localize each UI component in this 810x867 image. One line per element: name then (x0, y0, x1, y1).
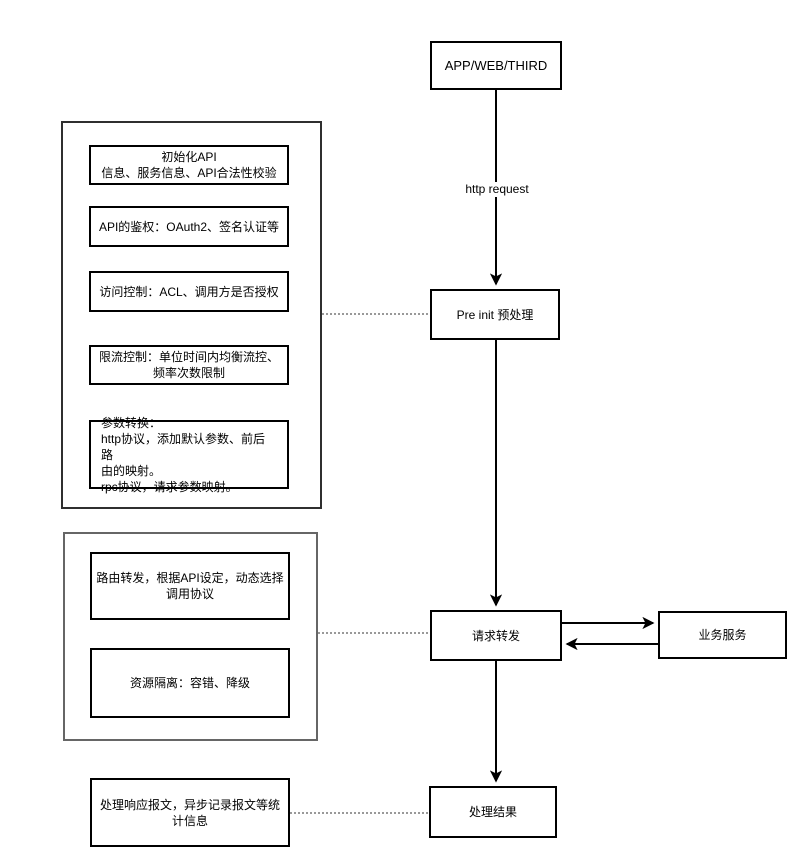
detail-box-rate-limit-text: 限流控制：单位时间内均衡流控、 频率次数限制 (98, 350, 279, 380)
node-request-forward-label: 请求转发 (471, 628, 520, 643)
detail-box-access-control-text: 访问控制：ACL、调用方是否授权 (99, 284, 279, 299)
node-app-web-third-label: APP/WEB/THIRD (444, 57, 548, 73)
detail-box-access-control: 访问控制：ACL、调用方是否授权 (89, 271, 289, 312)
node-request-forward: 请求转发 (430, 610, 562, 661)
detail-box-routing: 路由转发，根据API设定，动态选择 调用协议 (90, 552, 290, 620)
node-pre-init-label: Pre init 预处理 (456, 307, 534, 322)
detail-box-auth: API的鉴权：OAuth2、签名认证等 (89, 206, 289, 247)
detail-box-param-transform-text: 参数转换： http协议，添加默认参数、前后路 由的映射。 rpc协议，请求参数… (101, 415, 266, 494)
detail-box-init-api-text: 初始化API 信息、服务信息、API合法性校验 (101, 150, 277, 180)
detail-box-rate-limit: 限流控制：单位时间内均衡流控、 频率次数限制 (89, 345, 289, 385)
detail-box-init-api: 初始化API 信息、服务信息、API合法性校验 (89, 145, 289, 185)
note-box-response-handling: 处理响应报文，异步记录报文等统 计信息 (90, 778, 290, 847)
detail-box-auth-text: API的鉴权：OAuth2、签名认证等 (98, 219, 280, 234)
detail-box-isolation-text: 资源隔离：容错、降级 (129, 676, 250, 690)
node-business-service-label: 业务服务 (698, 628, 747, 642)
detail-box-param-transform: 参数转换： http协议，添加默认参数、前后路 由的映射。 rpc协议，请求参数… (89, 416, 289, 494)
node-process-result-label: 处理结果 (468, 805, 517, 819)
note-box-response-handling-text: 处理响应报文，异步记录报文等统 计信息 (99, 797, 280, 828)
http-request-text: http request (465, 182, 529, 196)
detail-box-isolation: 资源隔离：容错、降级 (90, 648, 290, 718)
node-pre-init: Pre init 预处理 (430, 289, 560, 340)
node-app-web-third: APP/WEB/THIRD (430, 41, 562, 90)
edge-label-http-request: http request (450, 182, 544, 197)
node-process-result: 处理结果 (429, 786, 557, 838)
detail-box-routing-text: 路由转发，根据API设定，动态选择 调用协议 (96, 571, 284, 601)
node-business-service: 业务服务 (658, 611, 787, 659)
